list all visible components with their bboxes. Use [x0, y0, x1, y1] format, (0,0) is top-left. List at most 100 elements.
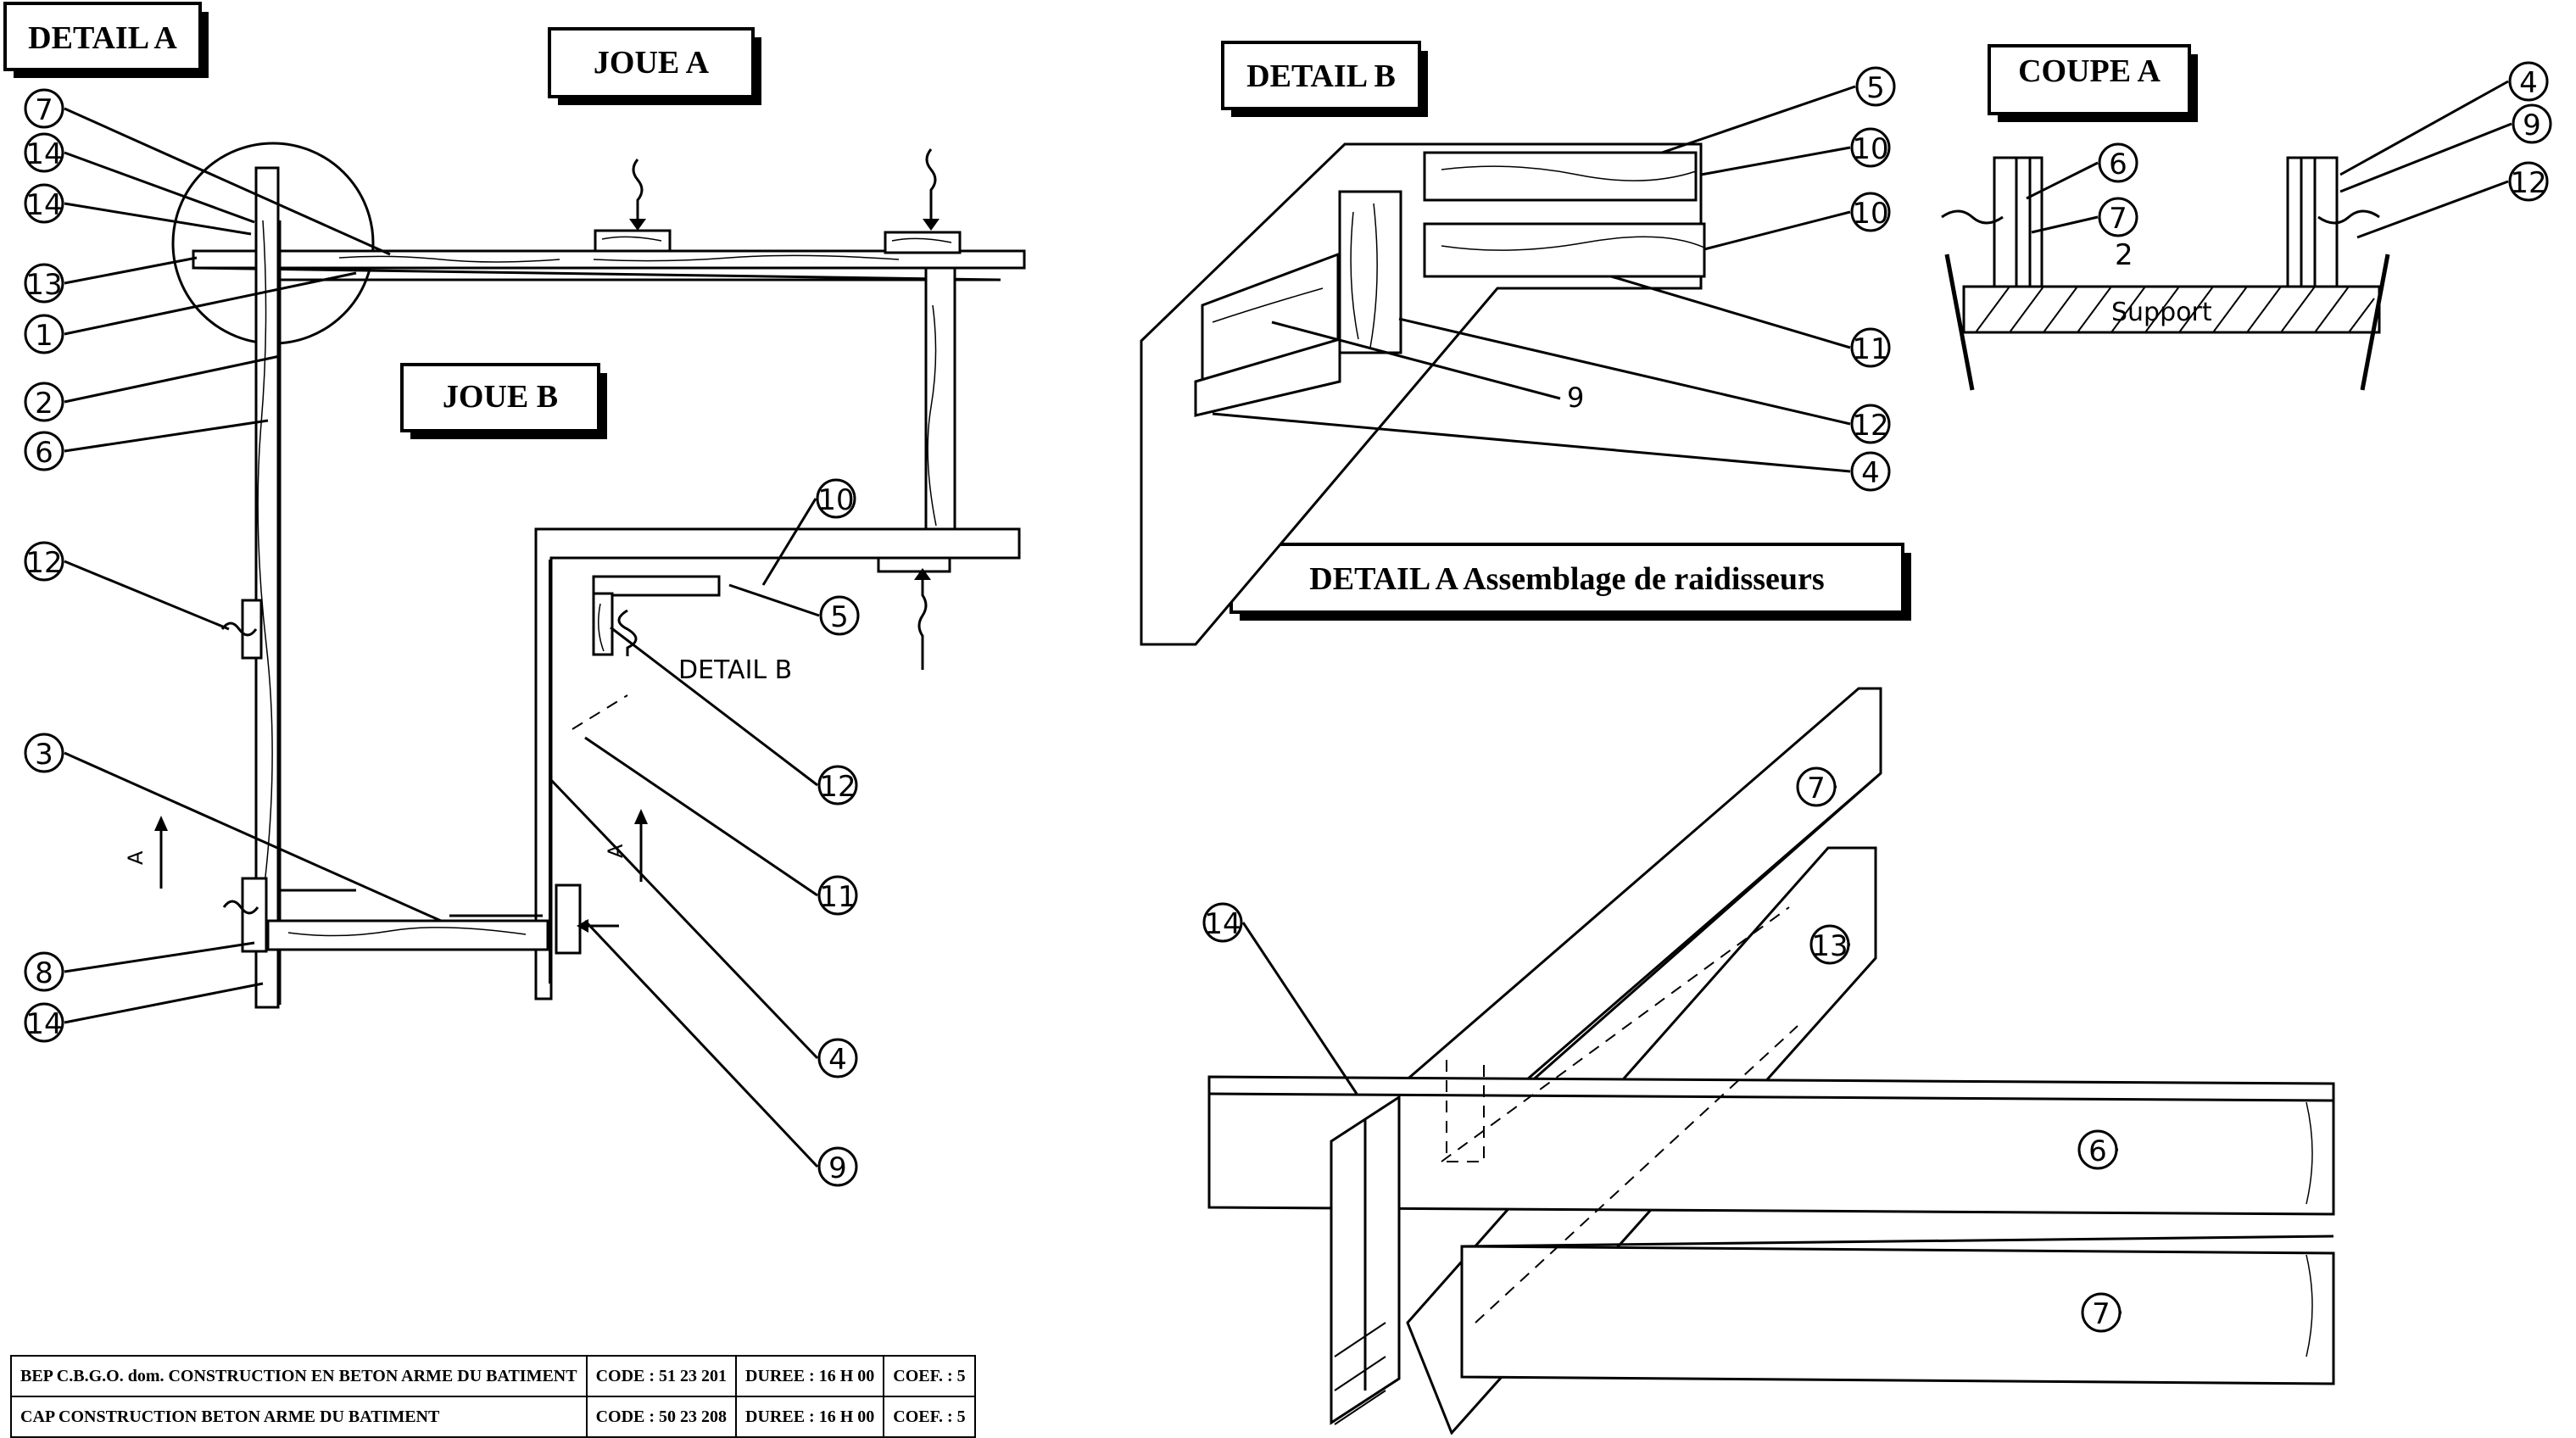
joue-a-cleat-1 [594, 229, 672, 253]
callout-detail-b-1-number: 5 [1866, 71, 1885, 105]
joue-a-right-post [924, 266, 956, 546]
callout-detail-b-4-number: 11 [1852, 332, 1888, 366]
title-coupe-a: COUPE A [1988, 44, 2198, 122]
callout-detail-b-5: 12 [1398, 317, 1891, 444]
callout-coupe-1-number: 6 [2109, 148, 2127, 181]
detail-b-sketch [1140, 142, 1706, 646]
title-block-coef: COEF. : 5 [883, 1355, 976, 1397]
callout-detail-b-4: 11 [1610, 275, 1891, 368]
callout-left-10-number: 8 [35, 956, 53, 990]
title-detail-a-assemblage: DETAIL A Assemblage de raidisseurs [1229, 543, 1911, 621]
callout-detail-b-6-number: 4 [1861, 456, 1880, 490]
title-block-duree: DUREE : 16 H 00 [735, 1355, 885, 1397]
callout-mid-2: 5 [728, 583, 860, 636]
joue-a-cleat-2 [884, 231, 962, 254]
callout-coupe-4-number: 9 [2523, 109, 2541, 142]
callout-mid-5-number: 4 [828, 1043, 847, 1077]
callout-left-8-number: 12 [25, 546, 62, 580]
callout-left-7-number: 6 [35, 436, 53, 470]
callout-left-9: 3 [24, 733, 442, 922]
callout-coupe-5-number: 12 [2510, 166, 2546, 200]
callout-mid-2-number: 5 [830, 600, 849, 634]
title-block-table: BEP C.B.G.O. dom. CONSTRUCTION EN BETON … [10, 1355, 976, 1438]
callout-mid-6: 9 [583, 919, 858, 1187]
title-block-title: CAP CONSTRUCTION BETON ARME DU BATIMENT [10, 1396, 588, 1438]
callout-coupe-3-number: 4 [2519, 66, 2538, 100]
callout-left-5: 1 [24, 271, 357, 354]
callout-detail-b-2: 10 [1700, 127, 1891, 176]
title-block-coef: COEF. : 5 [883, 1396, 976, 1438]
callout-mid-4: 11 [584, 736, 858, 916]
callout-assembly-1-number: 14 [1204, 907, 1241, 941]
title-detail-b-text: DETAIL B [1246, 59, 1396, 94]
callout-assembly-1: 14 [1202, 902, 1358, 1095]
coupe-a-section: Support 2 [1941, 156, 2390, 391]
callout-coupe-2-number: 7 [2109, 202, 2127, 236]
assembly-detail [1207, 687, 2335, 1435]
inner-corner-shell [534, 527, 1021, 1000]
beam-6-horizontal [1207, 1075, 2335, 1216]
title-coupe-a-text: COUPE A [2018, 53, 2161, 89]
title-block-duree: DUREE : 16 H 00 [735, 1396, 885, 1438]
callout-left-2: 14 [24, 132, 255, 224]
callout-left-7: 6 [24, 419, 269, 471]
title-joue-b-text: JOUE B [443, 379, 558, 415]
callout-left-6: 2 [24, 354, 281, 422]
callout-left-9-number: 3 [35, 738, 53, 772]
title-joue-b: JOUE B [400, 363, 607, 439]
callout-detail-b-2-number: 10 [1852, 132, 1888, 166]
callout-coupe-1: 6 [2026, 142, 2138, 200]
callout-left-6-number: 2 [35, 387, 53, 421]
callout-detail-b-5-number: 12 [1852, 409, 1888, 443]
title-block-row: BEP C.B.G.O. dom. CONSTRUCTION EN BETON … [10, 1355, 976, 1397]
callout-mid-1: 10 [761, 478, 856, 586]
callout-assembly-4-number: 6 [2088, 1134, 2107, 1168]
joue-b-plank [254, 166, 280, 1009]
title-block-code: CODE : 51 23 201 [585, 1355, 738, 1397]
callout-left-1-number: 7 [35, 93, 53, 127]
callout-left-3: 14 [24, 183, 252, 236]
callout-detail-b-1: 5 [1661, 66, 1896, 154]
callout-left-11-number: 14 [25, 1007, 62, 1041]
detail-b-hand-label: DETAIL B [678, 655, 792, 685]
title-joue-a: JOUE A [548, 27, 761, 105]
title-joue-a-text: JOUE A [594, 45, 710, 81]
callout-left-5-number: 1 [35, 319, 53, 353]
callout-assembly-4: 6 [2077, 1129, 2118, 1170]
callout-assembly-2: 7 [1796, 766, 1837, 807]
detail-b-num-9: 9 [1567, 382, 1584, 414]
callout-left-4-number: 13 [25, 268, 62, 302]
section-mark-left: A [124, 850, 148, 865]
callout-left-2-number: 14 [25, 137, 62, 171]
callout-mid-3: 12 [610, 626, 858, 805]
title-detail-a: DETAIL A [3, 2, 209, 78]
callout-mid-5: 4 [549, 778, 858, 1078]
callout-coupe-4: 9 [2339, 103, 2552, 193]
callout-mid-3-number: 12 [819, 770, 856, 804]
stiffener-12 [241, 599, 263, 660]
title-block-title: BEP C.B.G.O. dom. CONSTRUCTION EN BETON … [10, 1355, 588, 1397]
callout-left-11: 14 [24, 982, 264, 1043]
callout-detail-b-6: 4 [1212, 412, 1891, 492]
callout-coupe-2: 7 [2031, 197, 2138, 237]
callout-detail-b-3: 10 [1703, 192, 1891, 251]
formwork-plan: DETAIL B A A [124, 142, 1026, 1009]
callout-coupe-3: 4 [2339, 61, 2549, 176]
title-detail-a-text: DETAIL A [28, 20, 177, 56]
callout-coupe-5: 12 [2356, 161, 2549, 239]
title-block-code: CODE : 50 23 208 [585, 1396, 738, 1438]
callout-mid-1-number: 10 [817, 483, 854, 517]
callout-left-1: 7 [24, 88, 391, 256]
callout-assembly-5: 7 [2081, 1292, 2122, 1333]
callout-left-3-number: 14 [25, 188, 62, 222]
callout-mid-6-number: 9 [828, 1151, 847, 1185]
callout-mid-4-number: 11 [819, 880, 856, 914]
callout-left-10: 8 [24, 941, 255, 992]
title-detail-b: DETAIL B [1221, 41, 1428, 117]
callout-assembly-2-number: 7 [1807, 772, 1826, 805]
callout-assembly-3: 13 [1809, 924, 1850, 965]
callout-detail-b-3-number: 10 [1852, 197, 1888, 231]
